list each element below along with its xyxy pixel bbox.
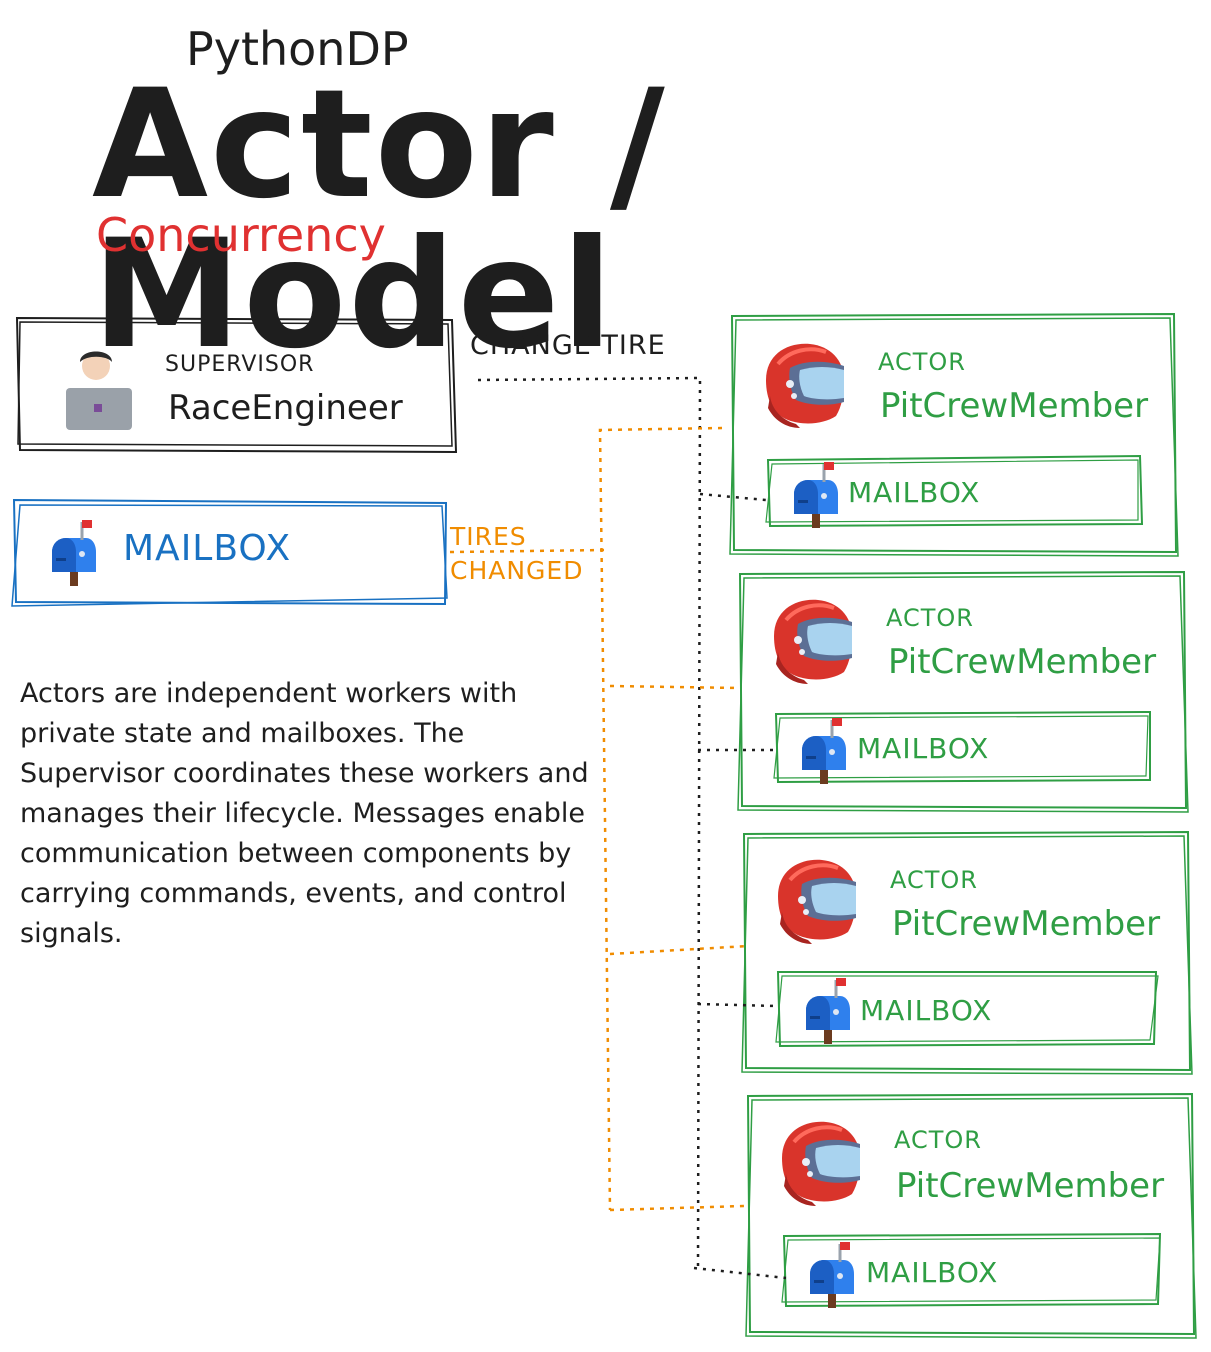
actor-name: PitCrewMember (880, 386, 1149, 426)
actor-box-4 (745, 1092, 1197, 1339)
actor-box-3 (741, 830, 1193, 1075)
actor-box-1 (729, 312, 1179, 557)
racing-helmet-icon (764, 341, 846, 430)
command-connector (477, 376, 787, 1280)
supervisor-mailbox-icon (50, 518, 98, 588)
supervisor-box (15, 316, 458, 454)
page-title: Actor / Model (92, 58, 667, 382)
racing-helmet-icon (776, 857, 858, 946)
actor-box-2 (737, 570, 1189, 813)
racing-helmet-icon (780, 1119, 862, 1208)
mailbox-icon (804, 976, 852, 1046)
actor-mailbox-label: MAILBOX (848, 476, 981, 509)
actor-name: PitCrewMember (896, 1166, 1165, 1206)
event-connector (449, 426, 749, 1212)
page-subtitle: Concurrency (96, 208, 386, 262)
supervisor-label: SUPERVISOR (165, 352, 315, 377)
actor-name: PitCrewMember (888, 642, 1157, 682)
actor-mailbox-label: MAILBOX (860, 994, 993, 1027)
event-message-line2: CHANGED (450, 556, 584, 585)
mailbox-icon (792, 460, 840, 530)
supervisor-mailbox-box (11, 498, 448, 607)
actor-mailbox-label: MAILBOX (857, 732, 990, 765)
actor-label: ACTOR (886, 604, 974, 632)
actor-label: ACTOR (890, 866, 978, 894)
event-message-label: TIRES CHANGED (450, 520, 583, 588)
brand-title: PythonDP (186, 22, 409, 76)
supervisor-mailbox-label: MAILBOX (123, 528, 292, 569)
description-text: Actors are independent workers with priv… (20, 678, 589, 949)
actor-mailbox-label: MAILBOX (866, 1256, 999, 1289)
command-message-label: CHANGE TIRE (470, 330, 666, 361)
engineer-icon (66, 351, 132, 430)
supervisor-name: RaceEngineer (168, 388, 403, 428)
actor-label: ACTOR (894, 1126, 982, 1154)
mailbox-icon (800, 716, 848, 786)
actor-name: PitCrewMember (892, 904, 1161, 944)
actor-label: ACTOR (878, 348, 966, 376)
mailbox-icon (808, 1240, 856, 1310)
racing-helmet-icon (772, 597, 854, 686)
event-message-line1: TIRES (450, 522, 527, 551)
